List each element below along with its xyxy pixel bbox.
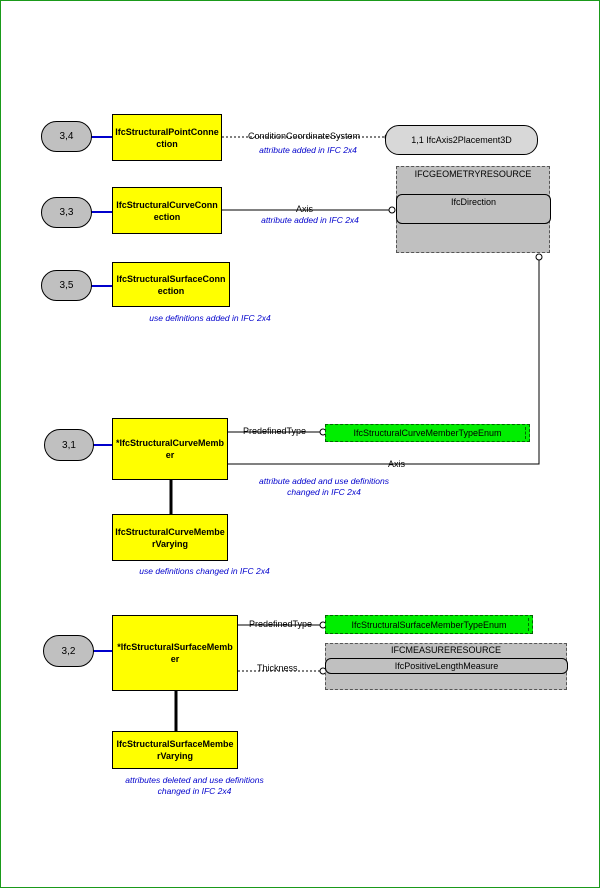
- enum-surface-member-type[interactable]: IfcStructuralSurfaceMemberTypeEnum: [325, 615, 533, 634]
- note-point-connection: attribute added in IFC 2x4: [259, 145, 357, 155]
- attr-label-predefined-curve: PredefinedType: [243, 426, 307, 436]
- note-surface-connection: use definitions added in IFC 2x4: [149, 313, 271, 323]
- entity-curve-member-varying[interactable]: IfcStructuralCurveMemberVarying: [112, 514, 228, 561]
- note-curve-connection: attribute added in IFC 2x4: [261, 215, 359, 225]
- note-curve-member-varying: use definitions changed in IFC 2x4: [139, 566, 270, 576]
- entity-ifc-direction[interactable]: IfcDirection: [396, 194, 551, 224]
- attr-label-thickness: Thickness: [257, 663, 298, 673]
- note-curve-member-line2: changed in IFC 2x4: [287, 487, 361, 497]
- enum-curve-member-type[interactable]: IfcStructuralCurveMemberTypeEnum: [325, 424, 530, 442]
- page-ref-3-5[interactable]: 3,5: [41, 270, 92, 301]
- note-curve-member-line1: attribute added and use definitions: [259, 476, 389, 486]
- page-ref-3-3[interactable]: 3,3: [41, 197, 92, 228]
- group-geometry-resource: IFCGEOMETRYRESOURCE IfcDirection: [396, 166, 551, 253]
- group-geometry-title: IFCGEOMETRYRESOURCE: [414, 169, 532, 179]
- attr-label-condition-cs: ConditionCoordinateSystem: [248, 131, 361, 141]
- note-surface-member-varying: attributes deleted and use definitions c…: [107, 775, 282, 797]
- note-surface-varying-line2: changed in IFC 2x4: [157, 786, 232, 796]
- attr-label-axis-connection: Axis: [296, 204, 314, 214]
- ref-axis2placement3d[interactable]: 1,1 IfcAxis2Placement3D: [385, 125, 538, 155]
- entity-point-connection[interactable]: IfcStructuralPointConnection: [112, 114, 222, 161]
- group-measure-title: IFCMEASURERESOURCE: [390, 645, 501, 655]
- attr-line-axis-member: [228, 260, 540, 465]
- note-surface-varying-line1: attributes deleted and use definitions: [125, 775, 264, 785]
- page-ref-3-4[interactable]: 3,4: [41, 121, 92, 152]
- page-ref-3-1[interactable]: 3,1: [44, 429, 94, 461]
- page-ref-3-2[interactable]: 3,2: [43, 635, 94, 667]
- attr-label-predefined-surface: PredefinedType: [249, 619, 313, 629]
- note-curve-member: attribute added and use definitions chan…: [239, 476, 409, 498]
- entity-curve-connection[interactable]: IfcStructuralCurveConnection: [112, 187, 222, 234]
- attr-end-axis-connection: [388, 206, 396, 214]
- entity-positive-length-measure[interactable]: IfcPositiveLengthMeasure: [325, 658, 568, 674]
- entity-surface-member[interactable]: *IfcStructuralSurfaceMember: [112, 615, 238, 691]
- group-measure-resource: IFCMEASURERESOURCE IfcPositiveLengthMeas…: [325, 643, 568, 690]
- entity-curve-member[interactable]: *IfcStructuralCurveMember: [112, 418, 228, 480]
- entity-surface-connection[interactable]: IfcStructuralSurfaceConnection: [112, 262, 230, 307]
- entity-surface-member-varying[interactable]: IfcStructuralSurfaceMemberVarying: [112, 731, 238, 769]
- attr-end-axis-member: [535, 253, 543, 261]
- attr-label-axis-member: Axis: [388, 459, 406, 469]
